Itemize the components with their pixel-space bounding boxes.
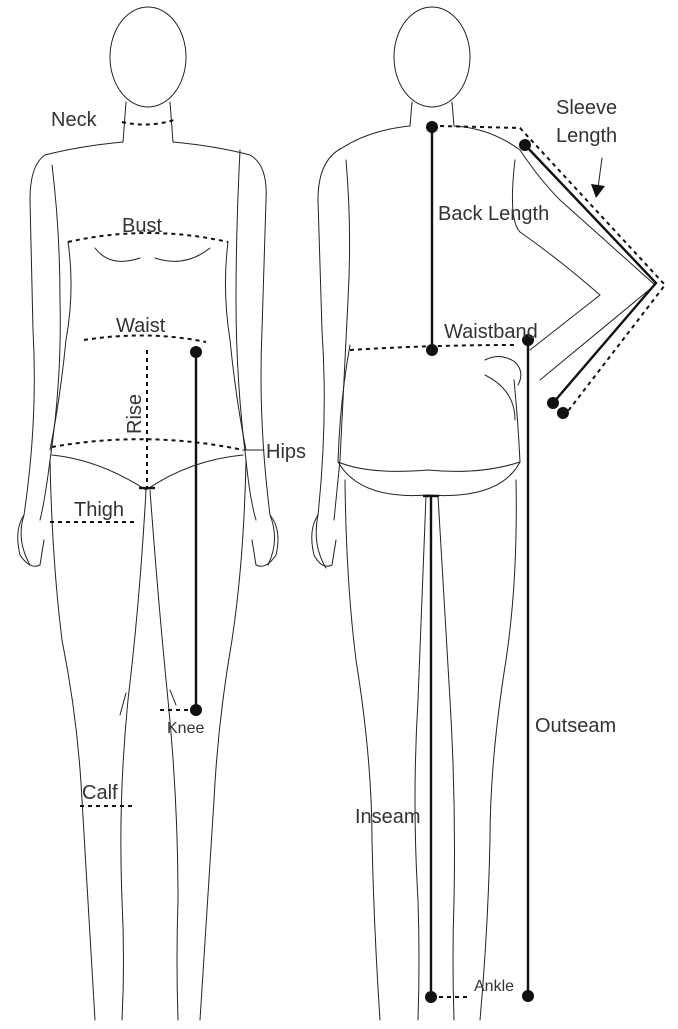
neck-label: Neck bbox=[51, 109, 98, 131]
back-figure bbox=[312, 7, 655, 1020]
back-labels: Sleeve Length Back Length Waistband Outs… bbox=[355, 97, 617, 995]
outseam-label: Outseam bbox=[535, 715, 616, 737]
sleeve-arrow-shaft bbox=[598, 158, 602, 188]
sleeve-label-line2: Length bbox=[556, 125, 617, 147]
thigh-label: Thigh bbox=[74, 499, 124, 521]
front-hands bbox=[18, 515, 278, 566]
front-bust-curves bbox=[95, 248, 210, 261]
neck-measure-line bbox=[122, 120, 174, 125]
waistband-label: Waistband bbox=[444, 321, 538, 343]
front-figure bbox=[18, 7, 278, 1020]
outseam-bottom-dot bbox=[522, 990, 534, 1002]
sleeve-label-line1: Sleeve bbox=[556, 97, 617, 119]
front-labels: Neck Bust Waist Rise Hips Thigh Knee Cal… bbox=[51, 109, 306, 804]
back-inner-arm bbox=[334, 160, 350, 520]
inseam-label: Inseam bbox=[355, 806, 421, 828]
front-head bbox=[110, 7, 186, 107]
back-buttocks bbox=[338, 462, 520, 471]
waist-to-knee-bottom-dot bbox=[190, 704, 202, 716]
front-legs bbox=[50, 460, 246, 1020]
sleeve-length-dashed-line bbox=[440, 126, 665, 415]
sleeve-arrow-head bbox=[591, 184, 605, 198]
back-measurements bbox=[350, 121, 665, 1003]
waist-label: Waist bbox=[116, 315, 166, 337]
sleeve-top-dot bbox=[519, 139, 531, 151]
back-hand bbox=[485, 356, 521, 385]
back-hips bbox=[338, 345, 520, 496]
hips-label: Hips bbox=[266, 441, 306, 463]
front-waist-hips bbox=[50, 242, 246, 450]
back-torso bbox=[316, 126, 520, 568]
sleeve-end-dot bbox=[557, 407, 569, 419]
knee-label: Knee bbox=[167, 720, 204, 737]
back-left-hand bbox=[312, 515, 336, 566]
back-bent-arm bbox=[485, 150, 655, 420]
calf-label: Calf bbox=[82, 782, 118, 804]
ankle-label: Ankle bbox=[474, 978, 514, 995]
back-length-top-dot bbox=[426, 121, 438, 133]
back-length-label: Back Length bbox=[438, 203, 549, 225]
rise-label: Rise bbox=[124, 394, 146, 434]
bust-label: Bust bbox=[122, 215, 162, 237]
waist-to-knee-top-dot bbox=[190, 346, 202, 358]
sleeve-bottom-dot bbox=[547, 397, 559, 409]
back-head bbox=[394, 7, 470, 107]
